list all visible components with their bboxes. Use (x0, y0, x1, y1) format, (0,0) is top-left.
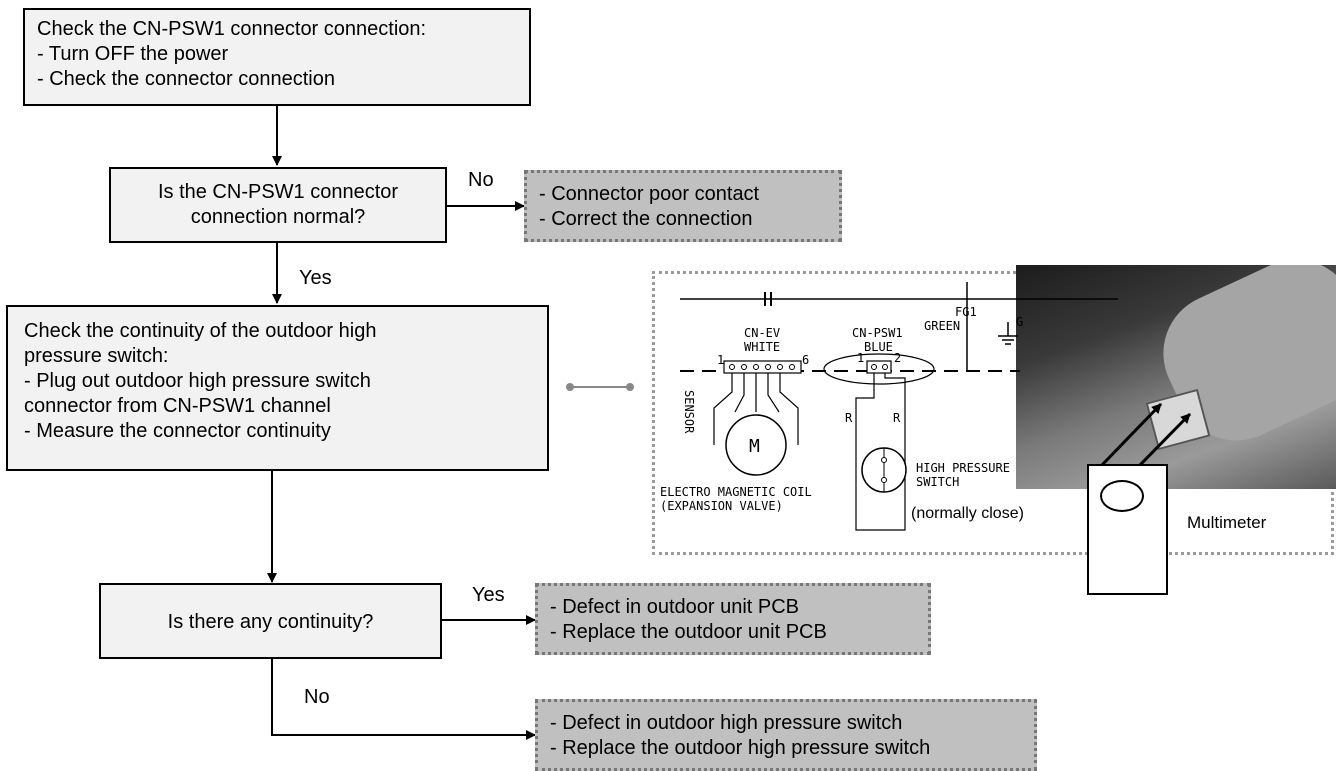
decision2-no-label: No (304, 685, 330, 709)
result3-line-1: - Defect in outdoor high pressure switch (550, 711, 1034, 736)
decision-any-continuity: Is there any continuity? (99, 583, 442, 659)
result2-line-1: - Defect in outdoor unit PCB (550, 595, 928, 620)
result-defect-pressure-switch: - Defect in outdoor high pressure switch… (535, 699, 1037, 771)
result2-line-2: - Replace the outdoor unit PCB (550, 620, 928, 645)
decision2-yes-label: Yes (472, 583, 505, 607)
multimeter-label: Multimeter (1187, 511, 1266, 535)
probe-arrow-left (1102, 404, 1161, 465)
probe-arrow-right (1140, 414, 1190, 465)
result-defect-pcb: - Defect in outdoor unit PCB - Replace t… (535, 583, 931, 655)
decision2-text: Is there any continuity? (101, 610, 440, 635)
result3-line-2: - Replace the outdoor high pressure swit… (550, 736, 1034, 761)
